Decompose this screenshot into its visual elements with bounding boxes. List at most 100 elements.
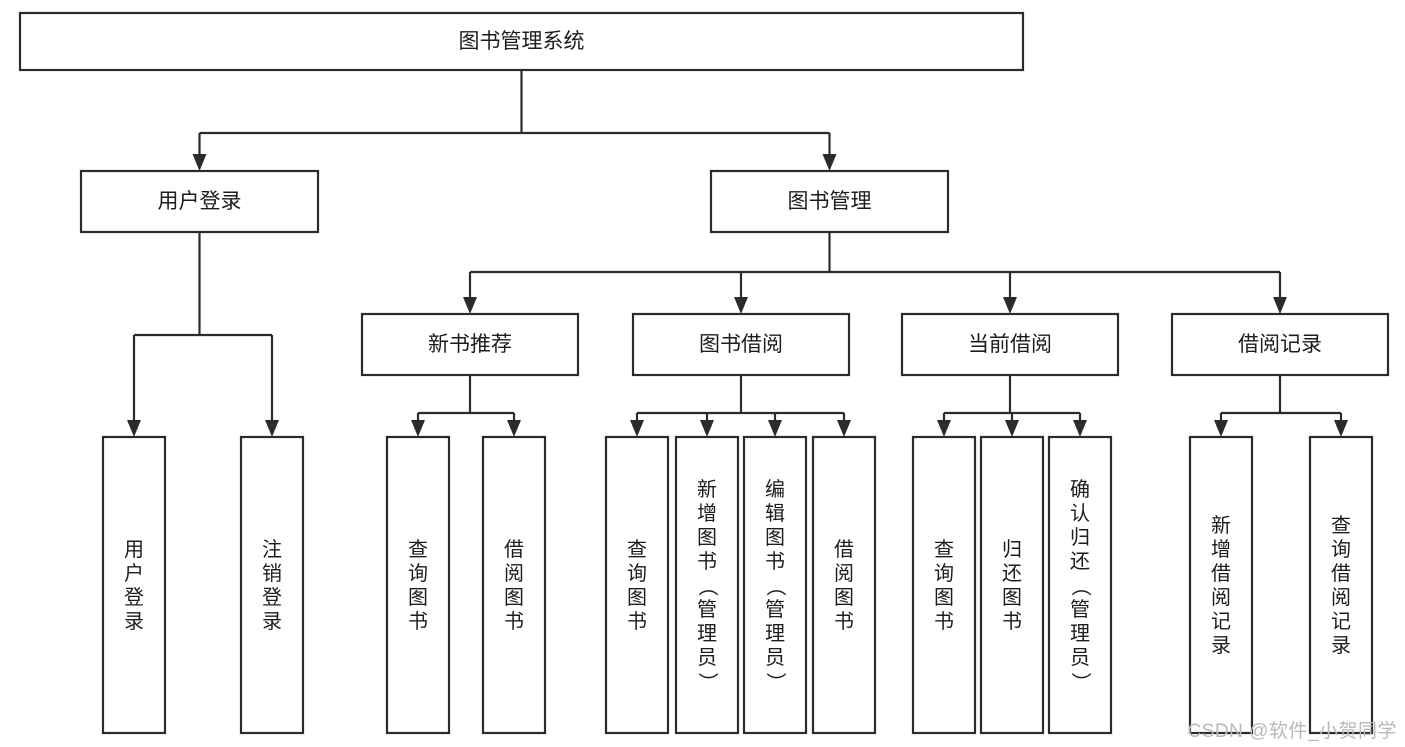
arrow-head-icon [463, 297, 477, 314]
node-box [18, 11, 1025, 72]
svg-text:图: 图 [765, 527, 785, 549]
edge-group-current-borrow [937, 375, 1087, 437]
svg-text:图: 图 [627, 587, 647, 609]
svg-text:借: 借 [1211, 562, 1231, 585]
node-label: 新书推荐 [428, 333, 512, 356]
svg-text:阅: 阅 [1211, 586, 1231, 609]
svg-text:归: 归 [1070, 526, 1090, 549]
svg-text:注: 注 [262, 538, 282, 561]
svg-text:理: 理 [1070, 623, 1090, 645]
svg-text:录: 录 [1211, 635, 1231, 657]
arrow-head-icon [630, 420, 644, 437]
svg-text:辑: 辑 [765, 502, 785, 525]
svg-text:阅: 阅 [504, 562, 524, 585]
arrow-head-icon [1073, 420, 1087, 437]
svg-text:书: 书 [697, 550, 717, 573]
node-box [360, 312, 580, 377]
arrow-head-icon [837, 420, 851, 437]
node-book-manage[interactable]: 图书管理 [709, 169, 950, 234]
svg-text:归: 归 [1002, 538, 1022, 561]
svg-text:阅: 阅 [834, 562, 854, 585]
svg-text:查: 查 [1331, 514, 1351, 537]
svg-text:查: 查 [934, 538, 954, 561]
arrow-head-icon [822, 154, 837, 171]
svg-text:录: 录 [124, 611, 144, 633]
node-new-book-rec[interactable]: 新书推荐 [360, 312, 580, 377]
connector-layer [127, 70, 1348, 437]
svg-text:借: 借 [834, 538, 854, 561]
svg-text:增: 增 [697, 502, 717, 525]
svg-text:）: ） [764, 672, 787, 692]
svg-text:书: 书 [504, 610, 524, 633]
svg-text:确: 确 [1070, 478, 1090, 501]
node-current-borrow[interactable]: 当前借阅 [900, 312, 1120, 377]
svg-text:员: 员 [765, 647, 785, 669]
svg-text:用: 用 [124, 539, 144, 561]
edge-group-user-login [127, 232, 279, 437]
edge-group-book-manage [463, 232, 1287, 314]
edge-group-new-book-rec [411, 375, 521, 437]
svg-text:图: 图 [697, 527, 717, 549]
node-leaf-user-login[interactable]: 用户登录 [101, 435, 167, 735]
svg-text:图: 图 [408, 587, 428, 609]
edge-group-book-borrow [630, 375, 851, 437]
node-borrow-record[interactable]: 借阅记录 [1170, 312, 1390, 377]
node-label: 借阅记录 [1238, 333, 1322, 356]
node-label: 图书管理系统 [459, 30, 585, 53]
node-box [631, 312, 851, 377]
svg-text:员: 员 [1070, 647, 1090, 669]
svg-text:查: 查 [627, 538, 647, 561]
node-label: 用户登录 [124, 539, 144, 633]
node-root[interactable]: 图书管理系统 [18, 11, 1025, 72]
svg-text:）: ） [1069, 672, 1092, 692]
arrow-head-icon [265, 420, 279, 437]
node-book-borrow[interactable]: 图书借阅 [631, 312, 851, 377]
node-box [79, 169, 320, 234]
svg-text:记: 记 [1331, 610, 1351, 633]
svg-text:（: （ [764, 576, 787, 596]
arrow-head-icon [507, 420, 521, 437]
svg-text:登: 登 [262, 586, 282, 609]
svg-text:书: 书 [934, 610, 954, 633]
svg-text:管: 管 [765, 598, 785, 621]
svg-text:询: 询 [408, 562, 428, 585]
svg-text:录: 录 [1331, 635, 1351, 657]
node-user-login[interactable]: 用户登录 [79, 169, 320, 234]
svg-text:管: 管 [1070, 598, 1090, 621]
arrow-head-icon [411, 420, 425, 437]
svg-text:借: 借 [504, 538, 524, 561]
arrow-head-icon [192, 154, 207, 171]
arrow-head-icon [1214, 420, 1228, 437]
node-box [674, 435, 740, 735]
arrow-head-icon [937, 420, 951, 437]
node-box [604, 435, 670, 735]
node-box [1047, 435, 1113, 735]
svg-text:员: 员 [697, 647, 717, 669]
svg-text:书: 书 [1002, 610, 1022, 633]
node-box [979, 435, 1045, 735]
svg-text:（: （ [1069, 576, 1092, 596]
svg-text:询: 询 [1331, 538, 1351, 561]
svg-text:（: （ [696, 576, 719, 596]
